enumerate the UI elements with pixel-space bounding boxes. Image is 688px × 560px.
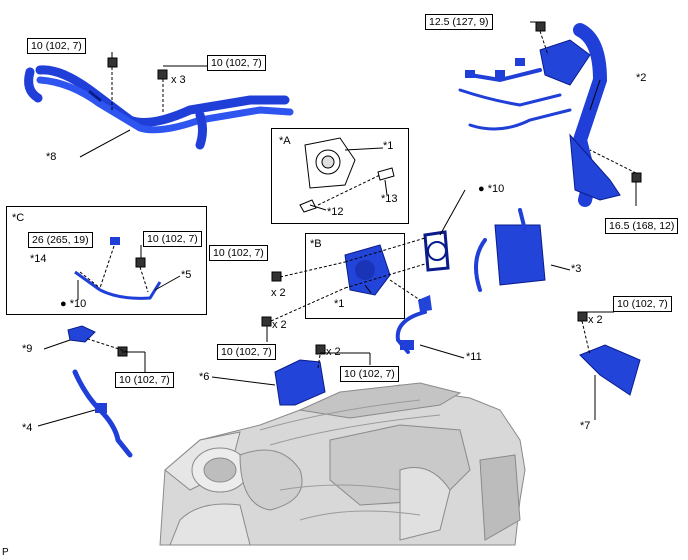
part-9 xyxy=(67,325,96,343)
view-a-frame xyxy=(271,128,409,224)
torque-spec: 12.5 (127, 9) xyxy=(425,14,493,30)
part-2-harness xyxy=(458,23,621,207)
part-label: *11 xyxy=(466,351,482,363)
leader-lines xyxy=(37,21,637,427)
view-b-label: *B xyxy=(310,238,322,250)
part-label: *13 xyxy=(381,193,398,205)
torque-spec: 10 (102, 7) xyxy=(207,55,266,71)
view-b-frame xyxy=(305,233,405,319)
part-label: ● *10 xyxy=(60,298,87,310)
part-label: ● *10 xyxy=(478,183,505,195)
part-14-sensor xyxy=(110,237,120,245)
part-11 xyxy=(395,295,432,354)
part-label: *12 xyxy=(327,206,344,218)
torque-spec: 10 (102, 7) xyxy=(613,296,672,312)
part-label: *14 xyxy=(30,253,47,265)
engine-block xyxy=(159,382,526,546)
part-label: *3 xyxy=(571,263,582,275)
part-label: *1 xyxy=(334,298,345,310)
torque-spec: 10 (102, 7) xyxy=(209,245,268,261)
part-8-pipe xyxy=(24,65,294,150)
quantity-label: x 3 xyxy=(171,74,186,86)
part-12-bolt xyxy=(299,199,317,213)
page-marker: P xyxy=(2,547,9,558)
torque-spec: 10 (102, 7) xyxy=(143,231,202,247)
part-label: *4 xyxy=(22,422,33,434)
part-13-bolt xyxy=(377,167,395,181)
torque-spec: 26 (265, 19) xyxy=(28,232,93,248)
quantity-label: x 2 xyxy=(326,346,341,358)
quantity-label: x 2 xyxy=(271,287,286,299)
part-6-bracket xyxy=(274,359,326,406)
part-1-throttle-body-a xyxy=(304,137,356,189)
torque-spec: 10 (102, 7) xyxy=(115,372,174,388)
part-label: *1 xyxy=(383,140,394,152)
part-3 xyxy=(474,208,546,292)
view-a-label: *A xyxy=(279,135,291,147)
part-10-gasket xyxy=(423,230,450,272)
quantity-label: x 2 xyxy=(272,319,287,331)
part-label: *5 xyxy=(181,269,192,281)
torque-spec: 10 (102, 7) xyxy=(27,38,86,54)
view-c-frame xyxy=(6,206,207,315)
torque-spec: 10 (102, 7) xyxy=(217,344,276,360)
part-label: *9 xyxy=(22,343,33,355)
quantity-label: x 2 xyxy=(588,314,603,326)
torque-spec: 10 (102, 7) xyxy=(340,366,399,382)
part-label: *7 xyxy=(580,420,591,432)
part-4-hose xyxy=(72,369,133,458)
part-5-harness xyxy=(74,270,162,300)
dashed-lines xyxy=(79,30,637,369)
part-label: *8 xyxy=(46,151,57,163)
part-label: *6 xyxy=(199,371,210,383)
view-c-label: *C xyxy=(12,212,25,224)
torque-spec: 16.5 (168, 12) xyxy=(605,218,679,234)
part-label: *2 xyxy=(636,72,647,84)
part-1-throttle-body-b xyxy=(344,244,391,296)
part-7-bracket xyxy=(579,344,641,396)
